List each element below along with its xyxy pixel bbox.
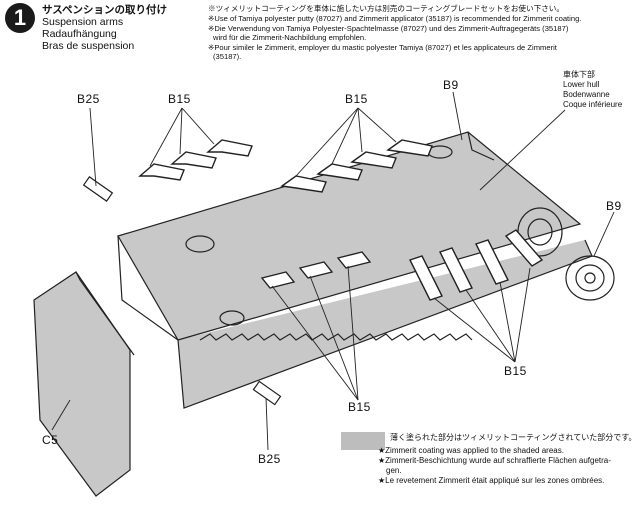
zimmerit-note-en: ※Use of Tamiya polyester putty (87027) a… [208, 14, 582, 23]
part-label-b25-bottom: B25 [258, 452, 281, 466]
zimmerit-shading-swatch [341, 432, 385, 450]
zimmerit-note-ja: ※ツィメリットコーティングを車体に施したい方は別売のコーティングブレードセットを… [208, 4, 564, 13]
legend-text-de-cont: gen. [386, 466, 402, 475]
part-label-b15-top-left: B15 [168, 92, 191, 106]
hull-label-en: Lower hull [563, 80, 600, 89]
part-label-b9-right: B9 [606, 199, 622, 213]
hull-label-ja: 車体下部 [563, 70, 595, 79]
part-label-c5: C5 [42, 433, 59, 447]
zimmerit-note-fr: ※Pour similer le Zimmerit, employer du m… [208, 43, 557, 52]
hull-label-fr: Coque inférieure [563, 100, 623, 109]
step-title-en: Suspension arms [42, 16, 124, 28]
part-label-b15-top-mid: B15 [345, 92, 368, 106]
hull-label-de: Bodenwanne [563, 90, 610, 99]
step-title-ja: サスペンションの取り付け [42, 4, 168, 16]
legend-text-fr: ★Le revetement Zimmerit était appliqué s… [378, 476, 605, 485]
hull-top-plate [117, 131, 582, 341]
zimmerit-note-de-cont: wird für die Zimmerit-Nachbildung empfoh… [213, 33, 367, 42]
zimmerit-note-de: ※Die Verwendung von Tamiya Polyester-Spa… [208, 24, 569, 33]
part-label-b9-top: B9 [443, 78, 459, 92]
part-label-b15-bottom-mid: B15 [348, 400, 371, 414]
step-title-de: Radaufhängung [42, 28, 117, 40]
legend-text-de: ★Zimmerit-Beschichtung wurde auf schraff… [378, 456, 611, 465]
part-label-b25-top: B25 [77, 92, 100, 106]
zimmerit-note-fr-cont: (35187). [213, 52, 242, 61]
legend-text-en: ★Zimmerit coating was applied to the sha… [378, 446, 564, 455]
step-number-badge: 1 [5, 3, 35, 33]
legend-text-ja: 薄く塗られた部分はツィメリットコーティングされていた部分です。 [390, 433, 637, 442]
step-title-fr: Bras de suspension [42, 40, 135, 52]
part-label-b15-bottom-right: B15 [504, 364, 527, 378]
